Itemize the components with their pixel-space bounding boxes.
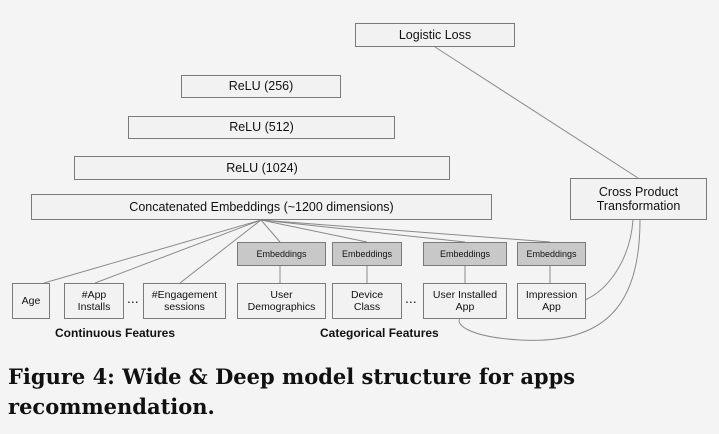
relu-512-box: ReLU (512) bbox=[128, 116, 395, 139]
feature-app-installs: #App Installs bbox=[64, 283, 124, 319]
line-concat-emb-3 bbox=[260, 219, 466, 243]
feature-user-demographics: User Demographics bbox=[237, 283, 326, 319]
relu-1024-box: ReLU (1024) bbox=[74, 156, 450, 180]
ellipsis: ... bbox=[127, 290, 139, 306]
feature-engagement-sessions: #Engagement sessions bbox=[143, 283, 226, 319]
feature-device-class: Device Class bbox=[332, 283, 402, 319]
ellipsis: ... bbox=[405, 290, 417, 306]
concatenated-embeddings-box: Concatenated Embeddings (~1200 dimension… bbox=[31, 194, 492, 220]
logistic-loss-box: Logistic Loss bbox=[355, 23, 515, 47]
line-concat-emb-1 bbox=[260, 219, 281, 243]
embeddings-box: Embeddings bbox=[237, 242, 326, 266]
line-concat-age bbox=[43, 219, 262, 284]
embeddings-box: Embeddings bbox=[423, 242, 507, 266]
feature-impression-app: Impression App bbox=[517, 283, 586, 319]
line-concat-emb-2 bbox=[260, 219, 368, 243]
line-concat-emb-4 bbox=[260, 219, 551, 243]
line-cross-installed bbox=[458, 219, 641, 341]
feature-user-installed-app: User Installed App bbox=[423, 283, 507, 319]
categorical-features-label: Categorical Features bbox=[320, 326, 439, 340]
cross-product-box: Cross Product Transformation bbox=[570, 178, 707, 220]
line-cross-impression bbox=[584, 219, 634, 301]
relu-256-box: ReLU (256) bbox=[181, 75, 341, 98]
figure-caption: Figure 4: Wide & Deep model structure fo… bbox=[8, 364, 576, 419]
line-concat-app-installs bbox=[94, 219, 262, 284]
line-loss-cross bbox=[434, 46, 639, 179]
embeddings-box: Embeddings bbox=[332, 242, 402, 266]
continuous-features-label: Continuous Features bbox=[55, 326, 176, 340]
line-concat-engagement bbox=[179, 219, 262, 284]
feature-age: Age bbox=[12, 283, 50, 319]
embeddings-box: Embeddings bbox=[517, 242, 586, 266]
